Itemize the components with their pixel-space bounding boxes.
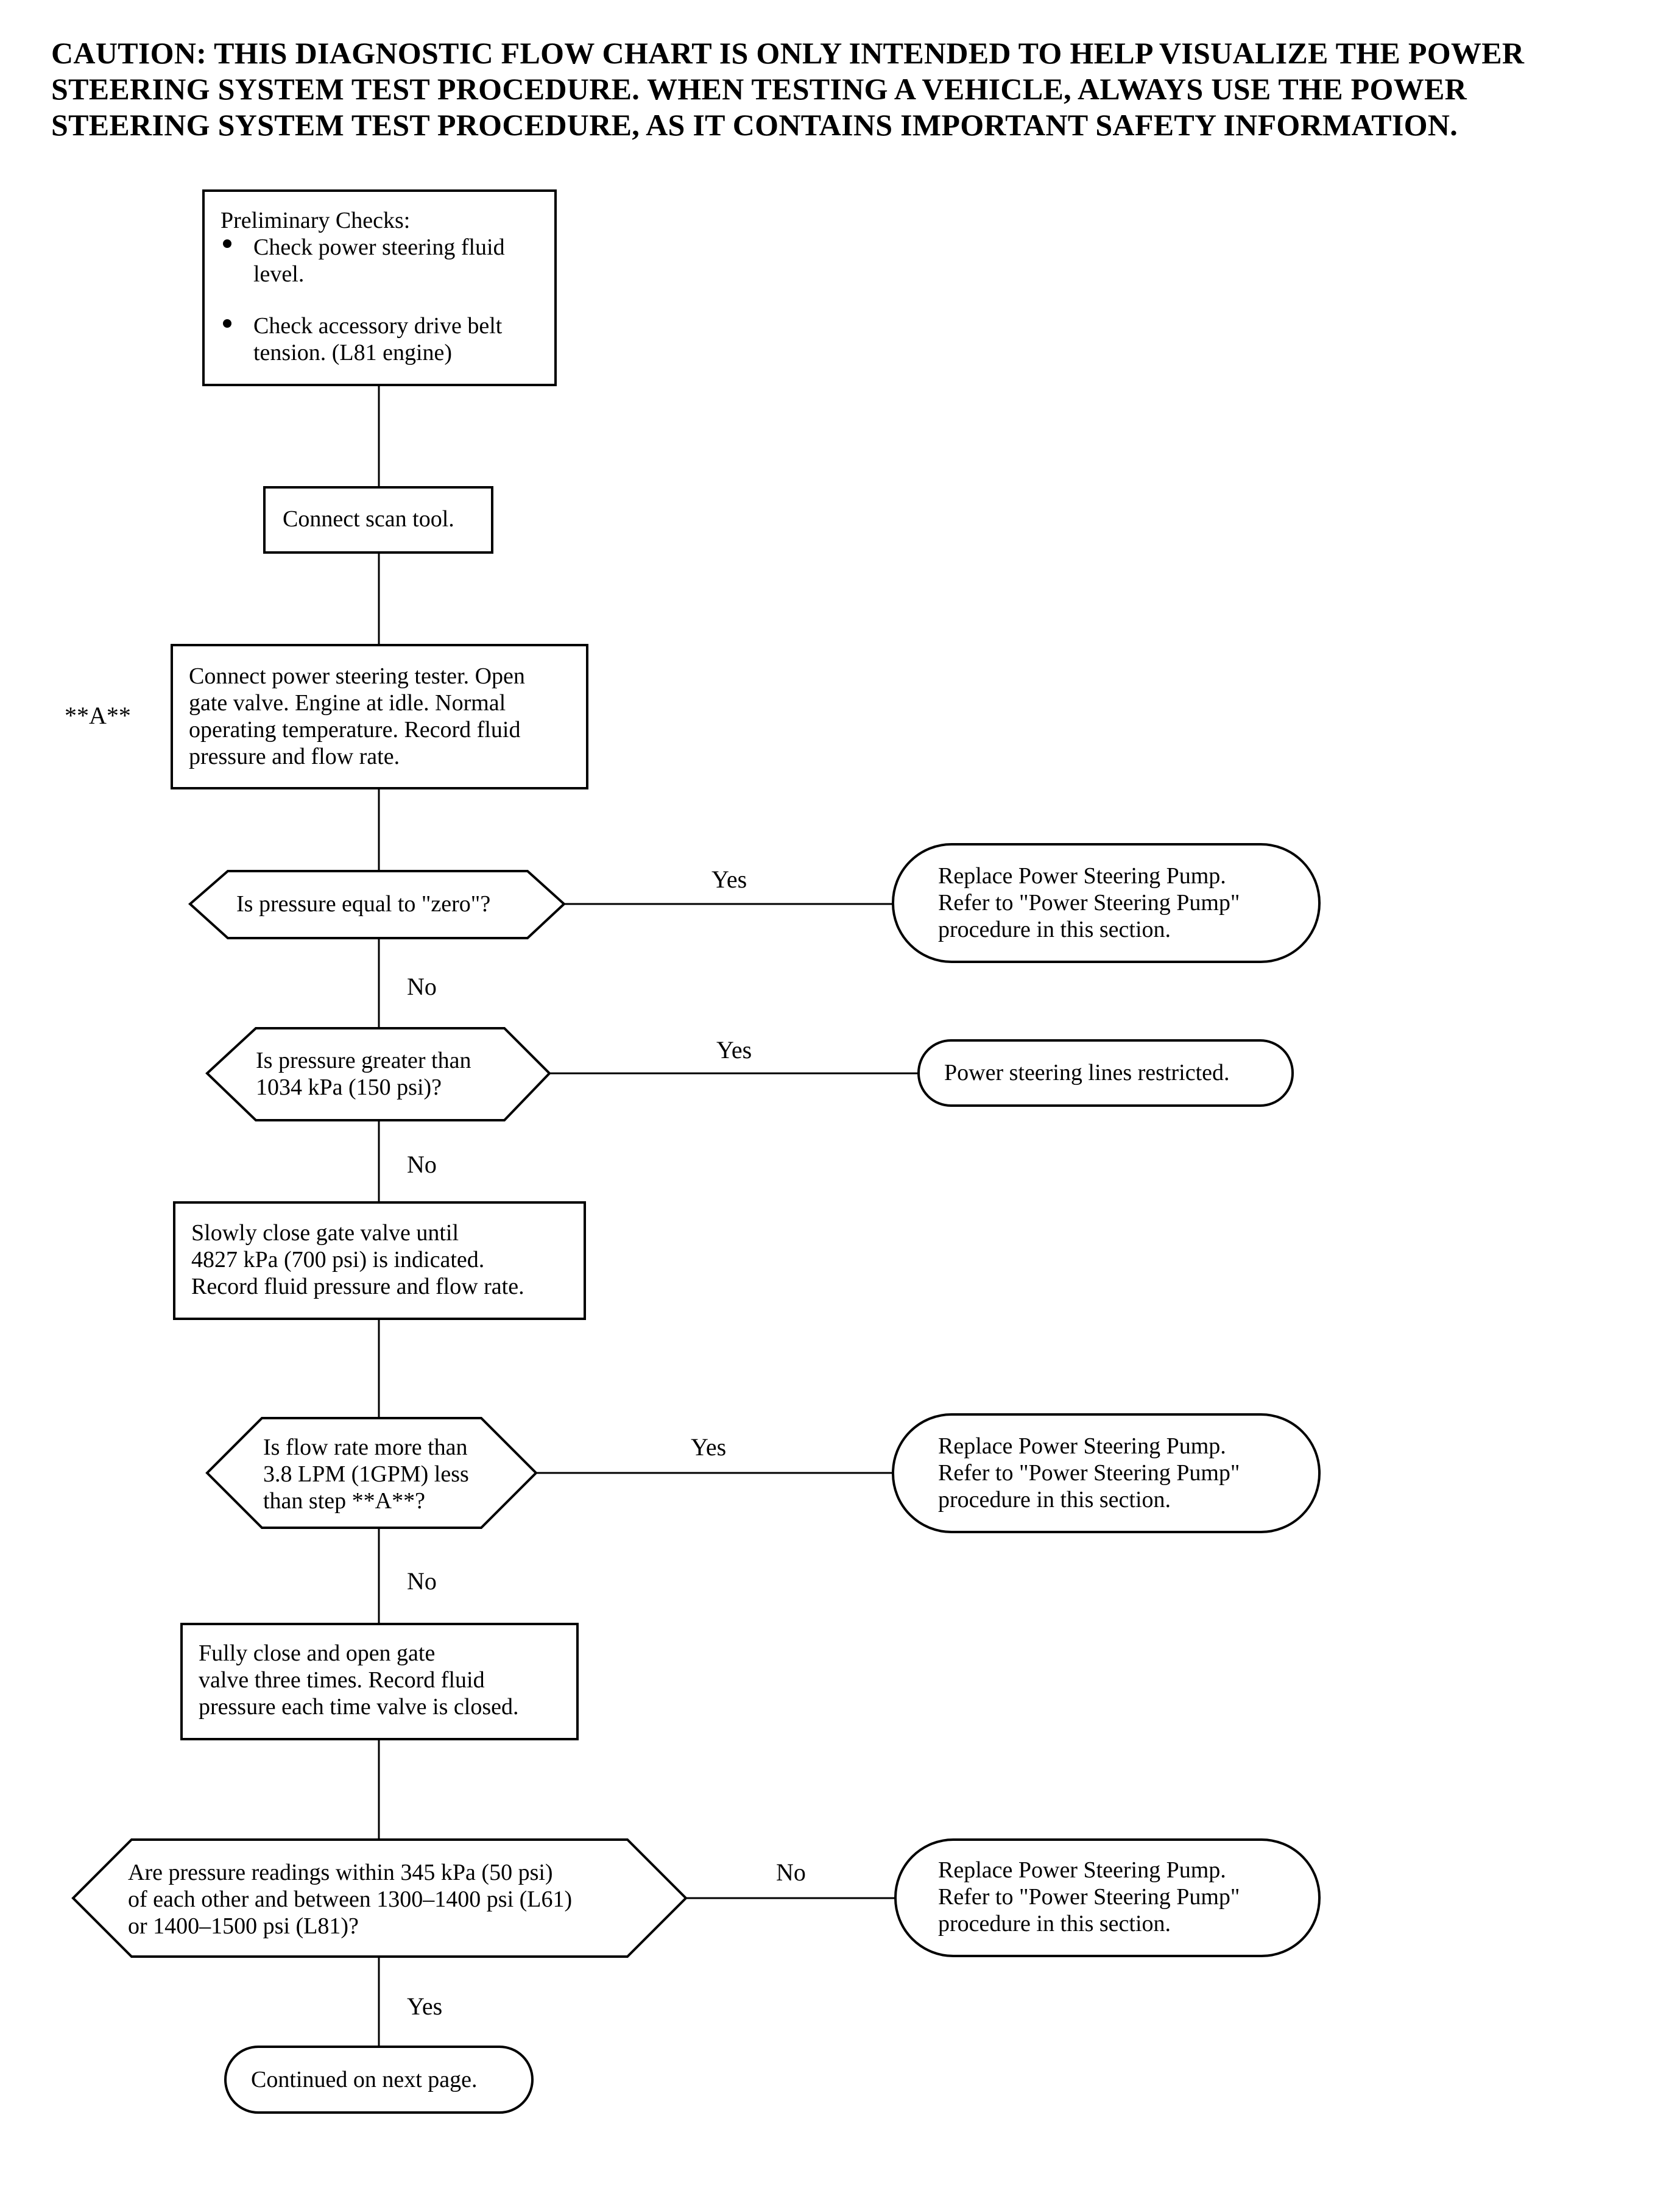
- pressure-greater-line-1: Is pressure greater than: [256, 1048, 471, 1073]
- preliminary-bullet-1-line-1: Check power steering fluid: [253, 235, 505, 260]
- pressure-readings-line-2: of each other and between 1300–1400 psi …: [128, 1887, 573, 1912]
- slowly-close-box: [173, 1201, 586, 1320]
- slowly-close-line-2: 4827 kPa (700 psi) is indicated.: [191, 1247, 485, 1273]
- connect-tester-line-4: pressure and flow rate.: [189, 744, 400, 769]
- pressure-readings-yes-label: Yes: [407, 1993, 443, 2020]
- connect-tester-line-3: operating temperature. Record fluid: [189, 717, 521, 743]
- step-a-marker: **A**: [65, 702, 131, 729]
- replace-pump-2-line-1: Replace Power Steering Pump.: [938, 1433, 1226, 1459]
- slowly-close-line-1: Slowly close gate valve until: [191, 1220, 459, 1246]
- pressure-greater-line-2: 1034 kPa (150 psi)?: [256, 1075, 442, 1100]
- replace-pump-3-line-3: procedure in this section.: [938, 1911, 1171, 1936]
- replace-pump-3-line-2: Refer to "Power Steering Pump": [938, 1884, 1240, 1910]
- fully-close-box: [180, 1623, 579, 1740]
- slowly-close-line-3: Record fluid pressure and flow rate.: [191, 1274, 524, 1299]
- connectors: [378, 385, 919, 2047]
- flow-rate-decision: [205, 1417, 538, 1529]
- replace-pump-2-line-2: Refer to "Power Steering Pump": [938, 1460, 1240, 1486]
- replace-pump-2-line-3: procedure in this section.: [938, 1487, 1171, 1513]
- replace-pump-1-line-3: procedure in this section.: [938, 917, 1171, 942]
- caution-line-3: STEERING SYSTEM TEST PROCEDURE, AS IT CO…: [51, 108, 1458, 142]
- bullet-dot-1: [223, 239, 231, 248]
- pressure-zero-yes-label: Yes: [711, 866, 747, 893]
- fully-close-line-1: Fully close and open gate: [199, 1640, 436, 1666]
- continued-text: Continued on next page.: [251, 2067, 478, 2092]
- caution-notice: CAUTION: THIS DIAGNOSTIC FLOW CHART IS O…: [51, 35, 1647, 143]
- flow-rate-no-label: No: [407, 1567, 437, 1595]
- preliminary-bullet-2-line-2: tension. (L81 engine): [253, 340, 453, 365]
- fully-close-line-2: valve three times. Record fluid: [199, 1667, 485, 1693]
- connect-tester-line-1: Connect power steering tester. Open: [189, 663, 525, 689]
- pressure-readings-line-1: Are pressure readings within 345 kPa (50…: [128, 1860, 553, 1885]
- pressure-greater-decision: [205, 1027, 551, 1121]
- preliminary-bullet-1-line-2: level.: [253, 261, 305, 287]
- fully-close-line-3: pressure each time valve is closed.: [199, 1694, 519, 1720]
- replace-pump-terminal-3: [894, 1838, 1321, 1957]
- flow-rate-line-1: Is flow rate more than: [263, 1435, 468, 1460]
- continued-terminal: [224, 2046, 534, 2114]
- pressure-greater-yes-label: Yes: [716, 1036, 752, 1064]
- connect-scan-tool-box: [263, 486, 493, 554]
- pressure-readings-no-label: No: [776, 1859, 806, 1886]
- connect-scan-tool-text: Connect scan tool.: [283, 506, 454, 532]
- caution-line-1: CAUTION: THIS DIAGNOSTIC FLOW CHART IS O…: [51, 36, 1525, 70]
- replace-pump-3-line-1: Replace Power Steering Pump.: [938, 1857, 1226, 1883]
- lines-restricted-text: Power steering lines restricted.: [944, 1060, 1230, 1086]
- preliminary-bullet-2-line-1: Check accessory drive belt: [253, 313, 503, 339]
- replace-pump-1-line-2: Refer to "Power Steering Pump": [938, 890, 1240, 916]
- connect-tester-line-2: gate valve. Engine at idle. Normal: [189, 690, 506, 716]
- pressure-greater-no-label: No: [407, 1151, 437, 1178]
- replace-pump-terminal-2: [892, 1413, 1321, 1533]
- bullet-dot-2: [223, 319, 231, 328]
- connect-tester-box: [171, 644, 588, 789]
- preliminary-checks-box: [202, 189, 557, 386]
- caution-line-2: STEERING SYSTEM TEST PROCEDURE. WHEN TES…: [51, 72, 1467, 106]
- pressure-zero-no-label: No: [407, 973, 437, 1000]
- replace-pump-1-line-1: Replace Power Steering Pump.: [938, 863, 1226, 889]
- pressure-zero-decision: [188, 870, 566, 939]
- flow-rate-yes-label: Yes: [691, 1433, 727, 1461]
- flow-rate-line-3: than step **A**?: [263, 1488, 425, 1514]
- flow-rate-line-2: 3.8 LPM (1GPM) less: [263, 1461, 469, 1487]
- pressure-readings-decision: [71, 1838, 688, 1958]
- preliminary-heading: Preliminary Checks:: [221, 208, 411, 233]
- pressure-readings-line-3: or 1400–1500 psi (L81)?: [128, 1913, 359, 1939]
- pressure-zero-text: Is pressure equal to "zero"?: [236, 891, 491, 917]
- lines-restricted-terminal: [917, 1039, 1294, 1107]
- replace-pump-terminal-1: [892, 843, 1321, 963]
